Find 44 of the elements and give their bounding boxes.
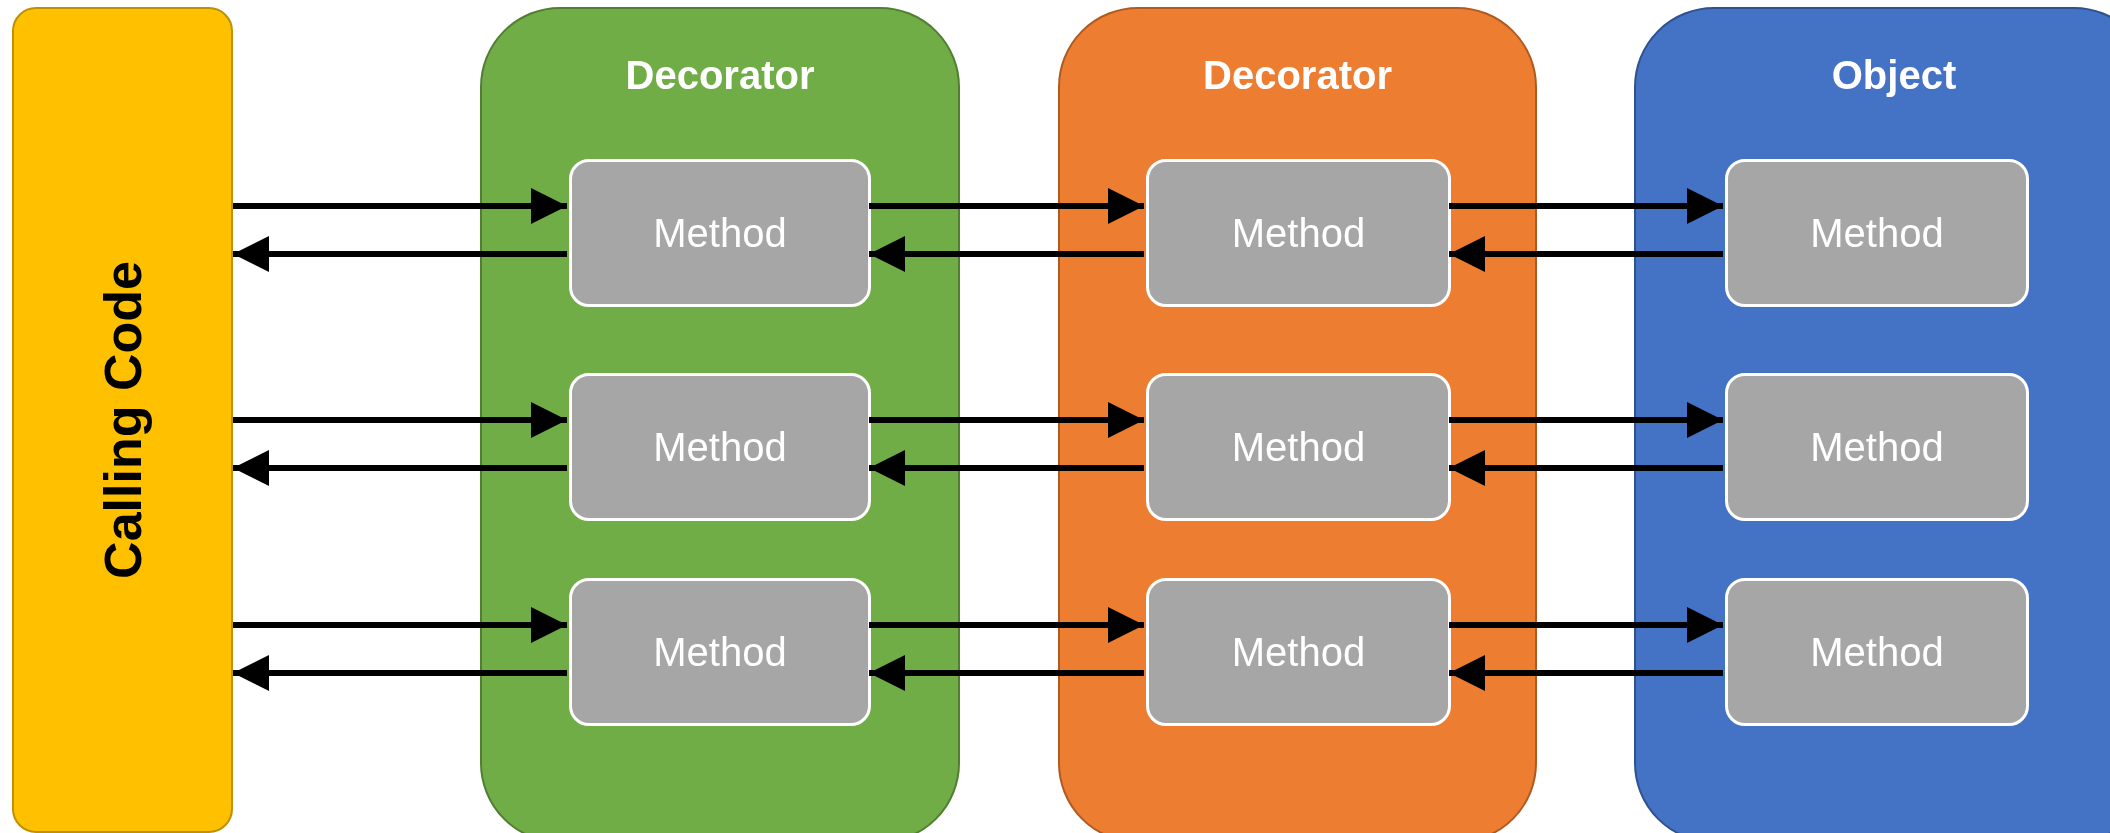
- method-box: [1725, 373, 2029, 521]
- arrow: [1449, 607, 1723, 643]
- arrow: [869, 655, 1144, 691]
- group-title: Decorator: [625, 53, 815, 97]
- method-box: [569, 159, 871, 307]
- method-box: [1725, 159, 2029, 307]
- method-box: [1146, 373, 1451, 521]
- arrow: [233, 188, 567, 224]
- arrow: [233, 607, 567, 643]
- group-panel: [1058, 7, 1537, 833]
- group-panel: [1634, 7, 2110, 833]
- method-label: Method: [1231, 629, 1366, 675]
- arrow: [1449, 450, 1723, 486]
- arrow: [1449, 188, 1723, 224]
- method-box: [569, 578, 871, 726]
- arrow: [869, 402, 1144, 438]
- method-label: Method: [1810, 629, 1944, 675]
- method-label: Method: [1231, 424, 1366, 470]
- arrow: [869, 236, 1144, 272]
- method-box: [1725, 578, 2029, 726]
- method-label: Method: [653, 629, 787, 675]
- arrow: [233, 450, 567, 486]
- arrow: [869, 607, 1144, 643]
- caller-label: Calling Code: [92, 261, 153, 579]
- arrow: [869, 450, 1144, 486]
- arrow: [1449, 236, 1723, 272]
- method-box: [1146, 578, 1451, 726]
- arrow: [233, 236, 567, 272]
- method-box: [569, 373, 871, 521]
- arrow: [233, 402, 567, 438]
- caller-panel: [12, 7, 233, 833]
- method-label: Method: [1810, 210, 1944, 256]
- group-title: Object: [1831, 53, 1957, 97]
- arrow: [1449, 655, 1723, 691]
- group-panel: [480, 7, 960, 833]
- method-label: Method: [1810, 424, 1944, 470]
- method-label: Method: [1231, 210, 1366, 256]
- group-title: Decorator: [1203, 53, 1392, 97]
- arrow: [869, 188, 1144, 224]
- method-label: Method: [653, 210, 787, 256]
- method-label: Method: [653, 424, 787, 470]
- method-box: [1146, 159, 1451, 307]
- arrow: [233, 655, 567, 691]
- arrow: [1449, 402, 1723, 438]
